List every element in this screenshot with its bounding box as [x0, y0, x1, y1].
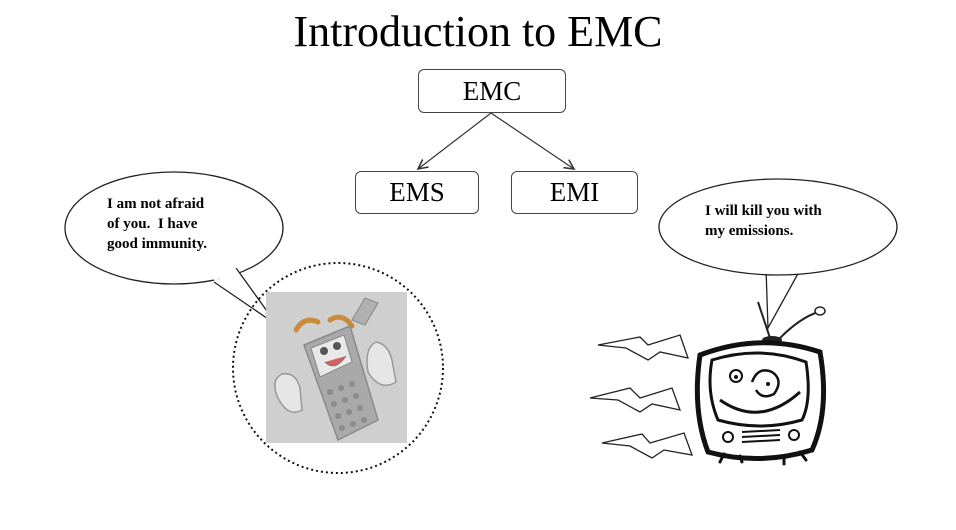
- tv-speech-bubble: [658, 178, 898, 331]
- arrow-emc-to-emi: [490, 112, 574, 169]
- television-character-icon: [694, 301, 827, 466]
- page-title: Introduction to EMC: [293, 7, 663, 56]
- lightning-bolt-icon: [589, 334, 693, 459]
- node-emc: EMC: [418, 69, 566, 113]
- phone-speech-bubble: [64, 171, 284, 326]
- dotted-circle: [232, 262, 444, 474]
- tv-bubble-line: my emissions.: [705, 223, 794, 239]
- tv-bubble-text: I will kill you with my emissions.: [705, 201, 875, 241]
- phone-bubble-line: of you. I have: [107, 216, 198, 232]
- phone-bubble-text: I am not afraid of you. I have good immu…: [107, 194, 267, 254]
- arrow-emc-to-ems: [418, 112, 492, 169]
- cell-phone-character-icon: [266, 292, 407, 443]
- node-ems: EMS: [355, 171, 479, 214]
- phone-bubble-line: I am not afraid: [107, 196, 205, 212]
- node-emi: EMI: [511, 171, 638, 214]
- phone-bubble-line: good immunity.: [107, 236, 208, 252]
- tv-bubble-line: I will kill you with: [705, 203, 822, 219]
